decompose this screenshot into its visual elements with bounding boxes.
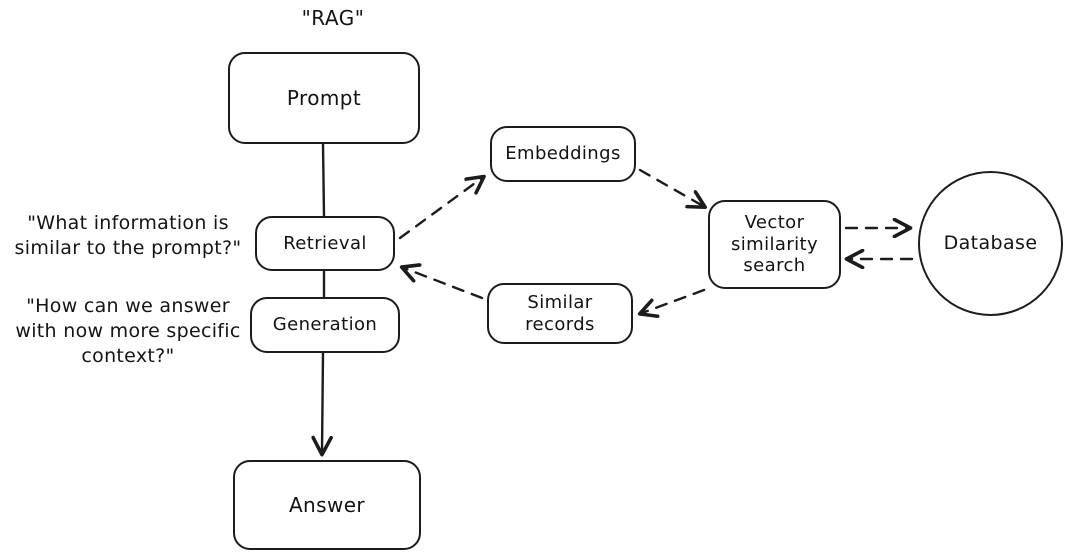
annotation-generation-question: "How can we answer with now more specifi… <box>15 295 241 368</box>
node-prompt-label: Prompt <box>286 85 362 110</box>
node-retrieval-label: Retrieval <box>283 232 367 254</box>
edge-vector-similar <box>642 288 706 313</box>
edge-prompt-retrieval <box>321 142 326 218</box>
node-vector-similarity-search[interactable]: Vector similarity search <box>708 200 841 289</box>
node-database[interactable]: Database <box>918 171 1063 316</box>
node-similar-records[interactable]: Similar records <box>487 283 633 344</box>
node-generation[interactable]: Generation <box>250 297 400 353</box>
node-generation-label: Generation <box>272 314 378 336</box>
node-embeddings[interactable]: Embeddings <box>490 126 636 182</box>
node-vector-similarity-search-label: Vector similarity search <box>730 211 819 277</box>
diagram-title: "RAG" <box>301 6 365 30</box>
node-retrieval[interactable]: Retrieval <box>255 216 395 271</box>
node-similar-records-label: Similar records <box>525 291 595 335</box>
node-prompt[interactable]: Prompt <box>228 52 420 144</box>
edge-retrieval-embeddings <box>398 178 482 240</box>
node-embeddings-label: Embeddings <box>505 143 621 165</box>
node-answer[interactable]: Answer <box>233 460 421 550</box>
node-answer-label: Answer <box>288 492 366 517</box>
edge-embeddings-vector <box>638 168 703 206</box>
edge-generation-answer <box>311 351 333 457</box>
node-database-label: Database <box>943 231 1038 254</box>
annotation-retrieval-question: "What information is similar to the prom… <box>14 212 242 260</box>
edge-similar-retrieval <box>404 268 484 300</box>
